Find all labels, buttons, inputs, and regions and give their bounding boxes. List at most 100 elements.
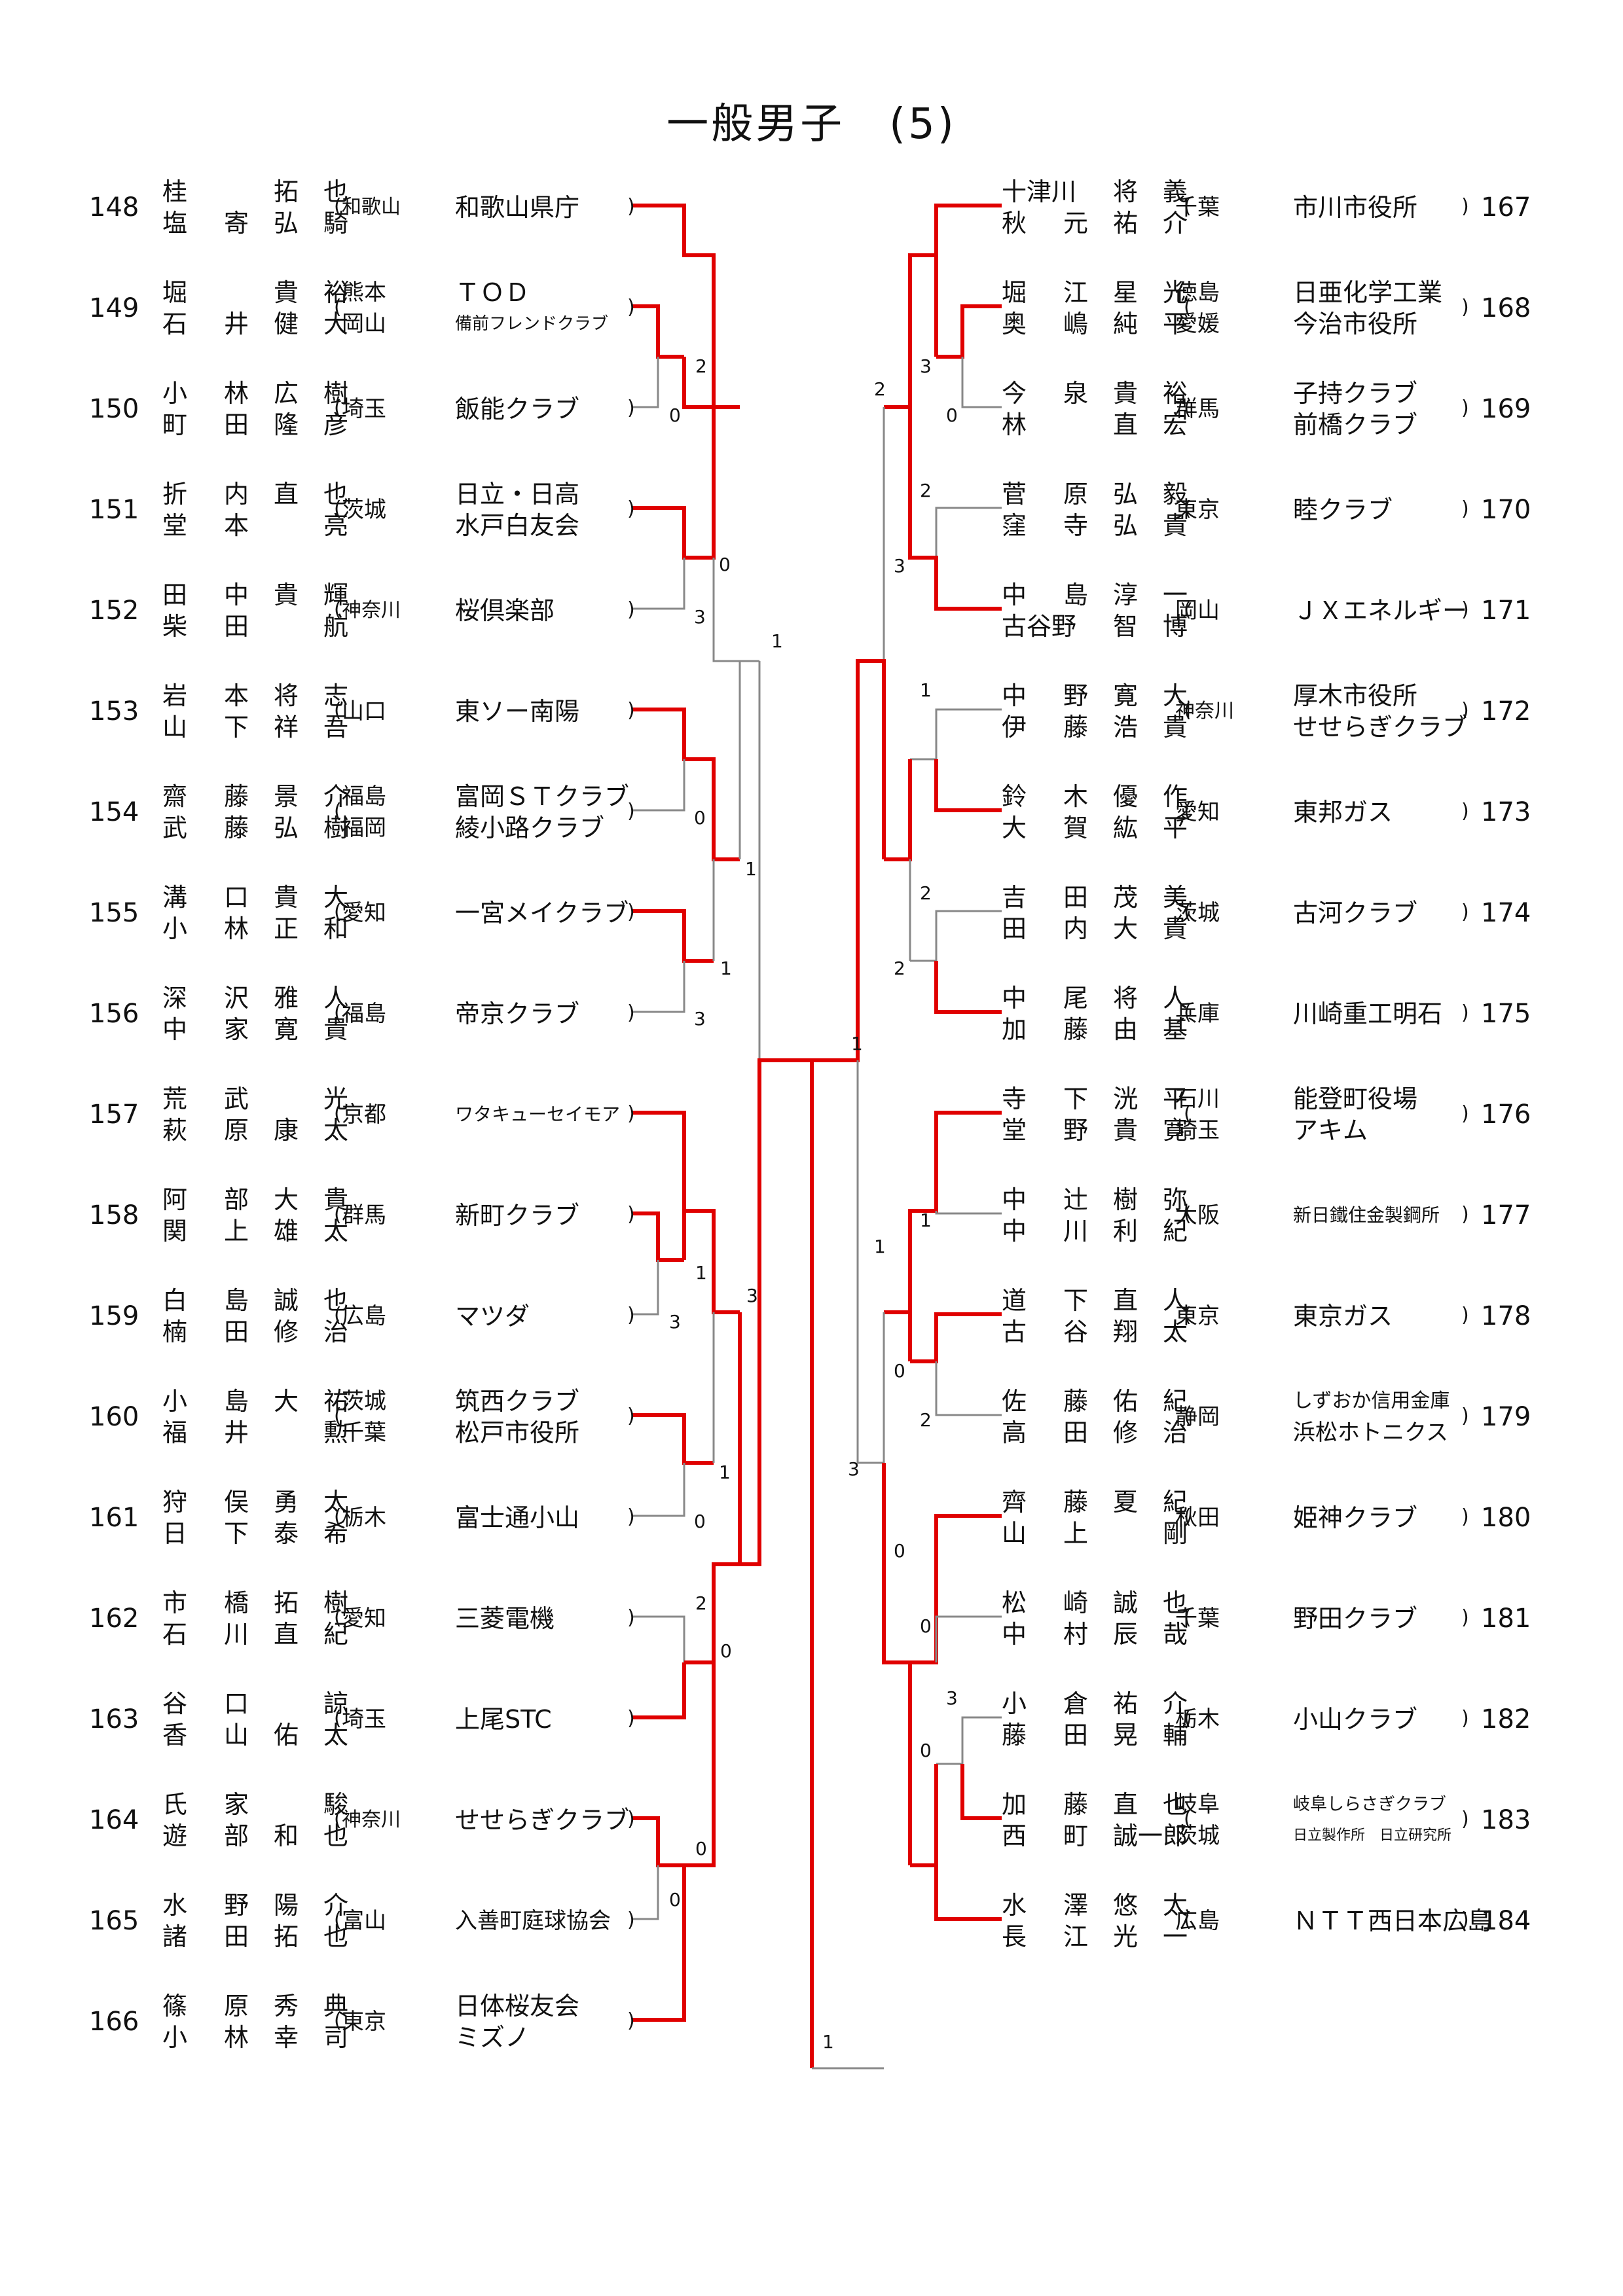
- prefecture-1: 福島: [342, 783, 386, 810]
- close-paren: ): [1461, 699, 1469, 722]
- entry-number: 166: [89, 2007, 139, 2037]
- close-paren: ): [627, 1304, 635, 1327]
- close-paren: ): [627, 901, 635, 924]
- score-label: 1: [695, 1262, 707, 1283]
- prefecture-1: 茨城: [342, 1388, 386, 1414]
- winner-bracket-line: [632, 304, 684, 359]
- close-paren: ): [627, 1102, 635, 1125]
- bracket-line: [632, 1463, 685, 1517]
- club-2: 今治市役所: [1293, 310, 1418, 338]
- club: 帝京クラブ: [455, 999, 580, 1028]
- open-paren: (: [1184, 1909, 1192, 1931]
- player-2-name-char: 井: [224, 310, 249, 338]
- player-1-name-char: 泉: [1063, 379, 1089, 408]
- close-paren: ): [1461, 1606, 1469, 1629]
- player-2-name-char: 和: [323, 914, 349, 943]
- player-2-name-char: 太: [1163, 1318, 1188, 1346]
- player-1-name-char: 氏: [162, 1790, 188, 1819]
- prefecture: 神奈川: [342, 599, 401, 622]
- entry-number: 169: [1481, 394, 1531, 424]
- club-2: アキム: [1293, 1116, 1368, 1145]
- player-2-name-char: 修: [1113, 1418, 1139, 1447]
- open-paren: (: [334, 296, 342, 319]
- club-1: しずおか信用金庫: [1293, 1390, 1450, 1412]
- bracket-line: [856, 1060, 885, 1464]
- entry-number: 162: [89, 1604, 139, 1634]
- club: ワタキューセイモア: [455, 1103, 621, 1125]
- open-paren: (: [1184, 1102, 1192, 1125]
- player-2-name-char: 中: [162, 1015, 188, 1044]
- player-1-name-char: 原: [224, 1992, 249, 2020]
- club: 市川市役所: [1293, 193, 1418, 222]
- player-2-name-char: 寺: [1063, 511, 1089, 540]
- score-label: 0: [719, 554, 731, 575]
- player-2-name-char: 部: [224, 1821, 249, 1850]
- club: 姫神クラブ: [1293, 1503, 1418, 1532]
- player-1-name-char: 樹: [1113, 1185, 1139, 1214]
- open-paren: (: [334, 1606, 342, 1629]
- player-1-name-char: 諒: [323, 1689, 349, 1718]
- player-1-name-char: 拓: [274, 177, 299, 206]
- player-1-name-char: 原: [1063, 480, 1089, 509]
- player-2-name-char: 騎: [323, 209, 349, 238]
- winner-bracket-line: [960, 1764, 1002, 1820]
- player-1-name-char: 藤: [1063, 1790, 1089, 1819]
- club: せせらぎクラブ: [455, 1806, 630, 1835]
- club: 新日鐵住金製鋼所: [1293, 1204, 1440, 1226]
- entry-number: 165: [89, 1906, 139, 1936]
- open-paren: (: [334, 800, 342, 823]
- player-1-name-char: 加: [1002, 1790, 1027, 1819]
- player-2-name-char: 上: [1063, 1519, 1089, 1548]
- player-2-name-char: 翔: [1113, 1318, 1139, 1346]
- open-paren: (: [1184, 598, 1192, 621]
- club-2: 松戸市役所: [455, 1418, 580, 1447]
- player-1-name-char: 橋: [224, 1588, 249, 1617]
- player-1-name-char: 人: [1163, 984, 1188, 1013]
- player-2-name-char: 航: [323, 612, 349, 641]
- winner-bracket-line: [632, 1816, 684, 1867]
- player-2-name-char: 田: [224, 1922, 249, 1951]
- player-2-name-char: 寛: [1163, 1116, 1188, 1145]
- player-1-name-char: 佐: [1002, 1387, 1027, 1416]
- player-1-name-char: 也: [1163, 1790, 1188, 1819]
- club-1: 岐阜しらさぎクラブ: [1293, 1795, 1447, 1814]
- entry-number: 179: [1481, 1402, 1531, 1432]
- player-1-name-char: 裕: [323, 278, 349, 307]
- club-2: せせらぎクラブ: [1293, 713, 1468, 742]
- player-2-name-char: 中: [1002, 1217, 1027, 1246]
- open-paren: (: [334, 1203, 342, 1226]
- player-2-name-char: 石: [162, 1620, 188, 1649]
- player-1-name-char: 篠: [162, 1992, 188, 2020]
- club-1: 子持クラブ: [1293, 379, 1418, 408]
- club-2: 綾小路クラブ: [455, 814, 605, 842]
- club: 睦クラブ: [1293, 495, 1393, 524]
- score-label: 2: [920, 1409, 932, 1431]
- player-1-name-char: 典: [323, 1992, 349, 2020]
- open-paren: (: [1184, 1001, 1192, 1024]
- player-1-name-char: 口: [224, 883, 249, 912]
- bracket-line: [935, 1211, 1002, 1215]
- player-1-name-char: 深: [162, 984, 188, 1013]
- close-paren: ): [627, 598, 635, 621]
- player-2-name-char: 剛: [1163, 1519, 1188, 1548]
- player-2-name-char: 長: [1002, 1922, 1027, 1951]
- bracket-line: [935, 1615, 1002, 1662]
- player-1-name-char: 大: [274, 1185, 299, 1214]
- player-1-name-char: 也: [323, 177, 349, 206]
- player-1-name-char: 貴: [274, 883, 299, 912]
- entry-number: 171: [1481, 596, 1531, 626]
- score-label: 1: [920, 679, 932, 701]
- player-2-name-char: 西: [1002, 1821, 1027, 1850]
- club-2: 前橋クラブ: [1293, 410, 1418, 439]
- prefecture: 千葉: [1175, 194, 1220, 221]
- winner-bracket-line: [882, 1463, 912, 1865]
- open-paren: (: [334, 1808, 342, 1831]
- player-1-name-char: 部: [224, 1185, 249, 1214]
- player-1-name-char: 道: [1002, 1286, 1027, 1315]
- player-2-name-char: 萩: [162, 1116, 188, 1145]
- player-2-name-char: 小: [162, 914, 188, 943]
- player-2-name-char: 下: [224, 713, 249, 742]
- player-2-name-char: 純: [1113, 310, 1139, 338]
- prefecture: 静岡: [1175, 1404, 1220, 1430]
- winner-bracket-line: [682, 357, 714, 409]
